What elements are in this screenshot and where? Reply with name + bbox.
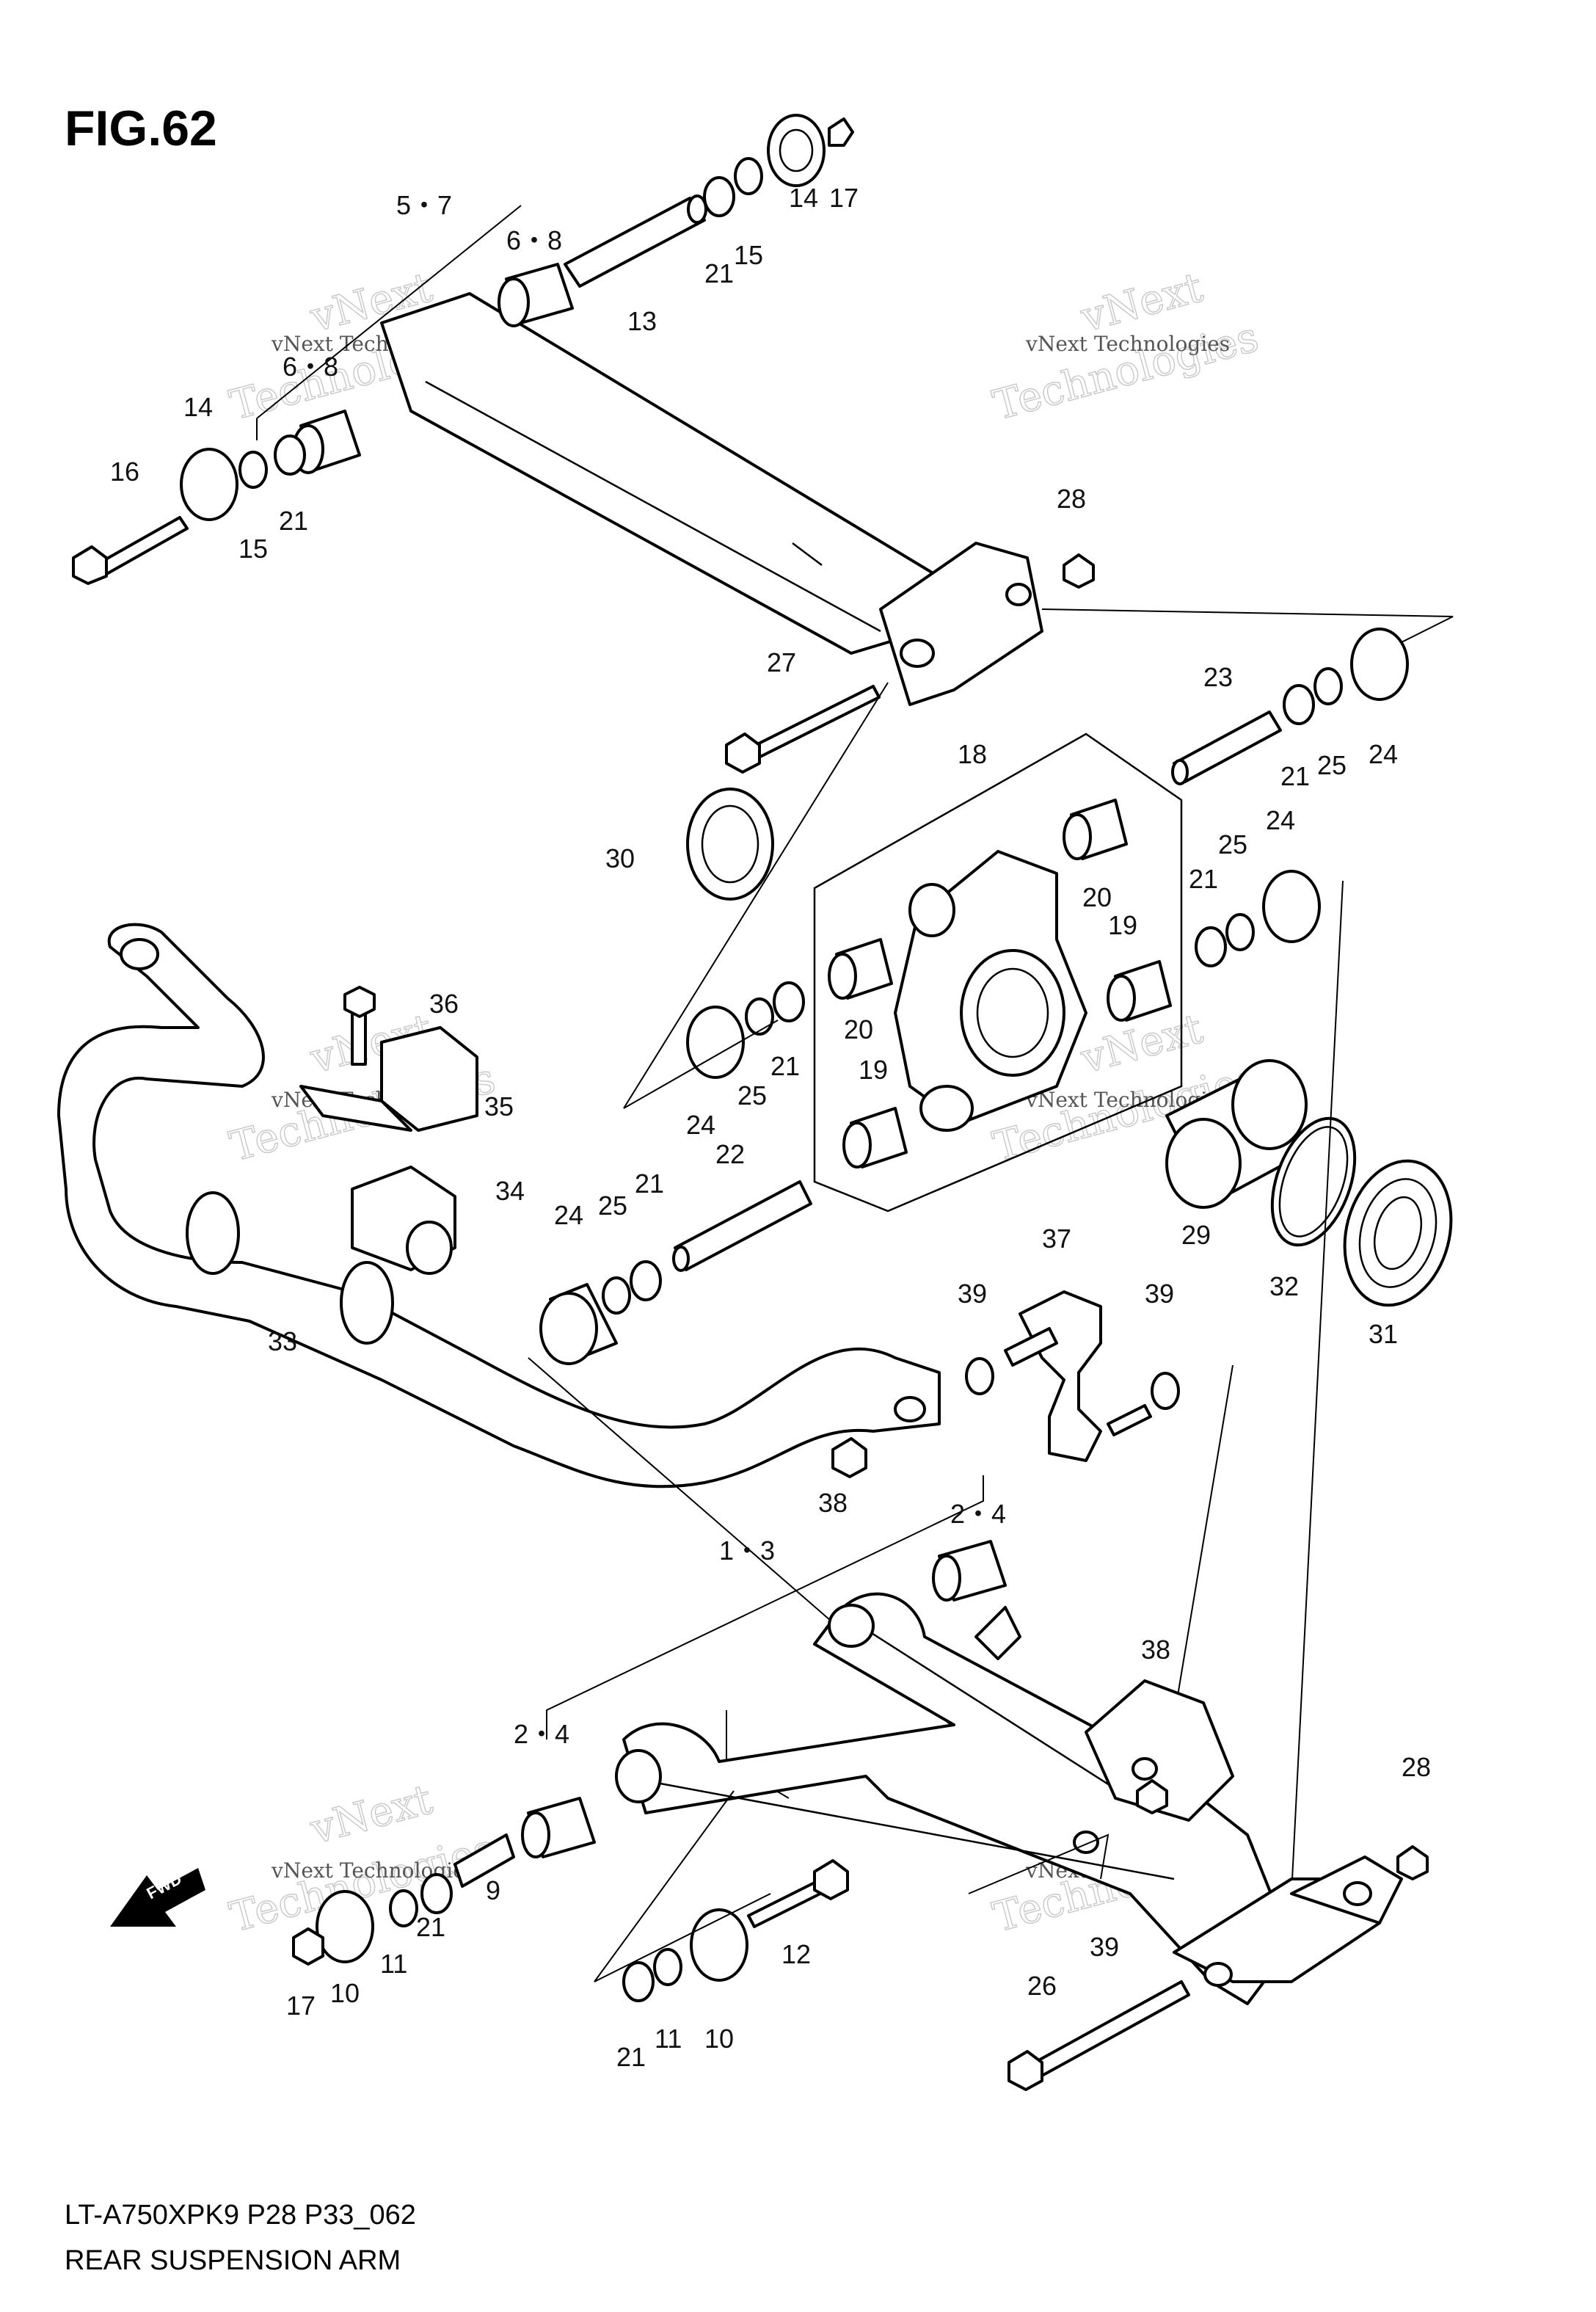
- callout-39: 39: [958, 1279, 987, 1309]
- callout-30: 30: [605, 843, 635, 873]
- callout-24: 24: [554, 1200, 583, 1230]
- callout-21: 21: [416, 1912, 445, 1942]
- fwd-arrow-icon: FWD: [110, 1868, 205, 1927]
- callout-19: 19: [859, 1055, 888, 1085]
- callout-21: 21: [1280, 761, 1310, 791]
- callout-39: 39: [1090, 1932, 1119, 1962]
- callout-21: 21: [279, 506, 308, 536]
- callout-14: 14: [183, 392, 213, 422]
- callout-24: 24: [1369, 739, 1398, 769]
- callout-11: 11: [655, 2024, 682, 2054]
- callout-9: 9: [486, 1875, 500, 1905]
- callout-2-4: 2・4: [950, 1499, 1006, 1529]
- callout-1-3: 1・3: [719, 1535, 775, 1566]
- callout-10: 10: [704, 2024, 734, 2054]
- callout-14: 14: [789, 183, 818, 213]
- callout-27: 27: [767, 647, 796, 677]
- callout-15: 15: [238, 534, 268, 564]
- callout-12: 12: [781, 1939, 811, 1969]
- knuckle-assembly: [539, 628, 1453, 1909]
- callout-6-8: 6・8: [283, 352, 338, 382]
- watermark-top-right: vNext Technologies vNext Technologies: [988, 263, 1264, 430]
- callout-21: 21: [704, 258, 734, 288]
- callout-25: 25: [1317, 750, 1347, 780]
- callout-11: 11: [380, 1949, 407, 1979]
- callout-33: 33: [268, 1326, 297, 1356]
- callout-28: 28: [1402, 1752, 1431, 1782]
- callout-28: 28: [1057, 484, 1086, 514]
- callout-21: 21: [770, 1051, 800, 1081]
- callout-17: 17: [286, 1991, 316, 2021]
- callout-10: 10: [330, 1978, 360, 2008]
- callout-21: 21: [635, 1168, 664, 1199]
- callout-25: 25: [737, 1080, 767, 1110]
- callout-35: 35: [484, 1091, 514, 1122]
- callout-13: 13: [627, 306, 657, 336]
- callout-19: 19: [1108, 910, 1137, 940]
- callout-38: 38: [1141, 1635, 1170, 1665]
- lower-arm-assembly: [292, 1475, 1429, 2091]
- callout-24: 24: [686, 1110, 715, 1140]
- model-code: LT-A750XPK9 P28 P33_062: [65, 2200, 416, 2231]
- callout-16: 16: [110, 457, 139, 487]
- callout-39: 39: [1145, 1279, 1174, 1309]
- callout-32: 32: [1269, 1271, 1299, 1301]
- callout-36: 36: [429, 989, 459, 1019]
- callout-38: 38: [818, 1488, 848, 1518]
- callout-20: 20: [844, 1014, 873, 1044]
- callout-17: 17: [829, 183, 859, 213]
- callout-23: 23: [1203, 662, 1233, 692]
- figure-caption: REAR SUSPENSION ARM: [65, 2245, 401, 2276]
- callout-5-7: 5・7: [396, 190, 452, 220]
- callout-37: 37: [1042, 1224, 1071, 1254]
- figure-title: FIG.62: [65, 101, 217, 156]
- callout-15: 15: [734, 240, 763, 270]
- callout-2-4: 2・4: [514, 1719, 569, 1749]
- callout-21: 21: [616, 2042, 646, 2072]
- svg-text:vNext: vNext: [305, 1775, 437, 1854]
- callout-31: 31: [1369, 1319, 1398, 1349]
- upper-arm-assembly: [72, 114, 1454, 774]
- callout-22: 22: [715, 1139, 745, 1169]
- callout-6-8: 6・8: [506, 225, 562, 255]
- svg-text:vNext Technologies: vNext Technologies: [1025, 332, 1230, 356]
- callout-34: 34: [495, 1176, 525, 1206]
- callout-25: 25: [1218, 829, 1247, 859]
- callout-24: 24: [1266, 805, 1295, 835]
- callout-18: 18: [958, 739, 987, 769]
- callout-20: 20: [1082, 882, 1112, 912]
- callout-21: 21: [1189, 864, 1218, 894]
- callout-29: 29: [1181, 1220, 1211, 1250]
- callout-26: 26: [1027, 1971, 1057, 2001]
- callout-25: 25: [598, 1190, 627, 1221]
